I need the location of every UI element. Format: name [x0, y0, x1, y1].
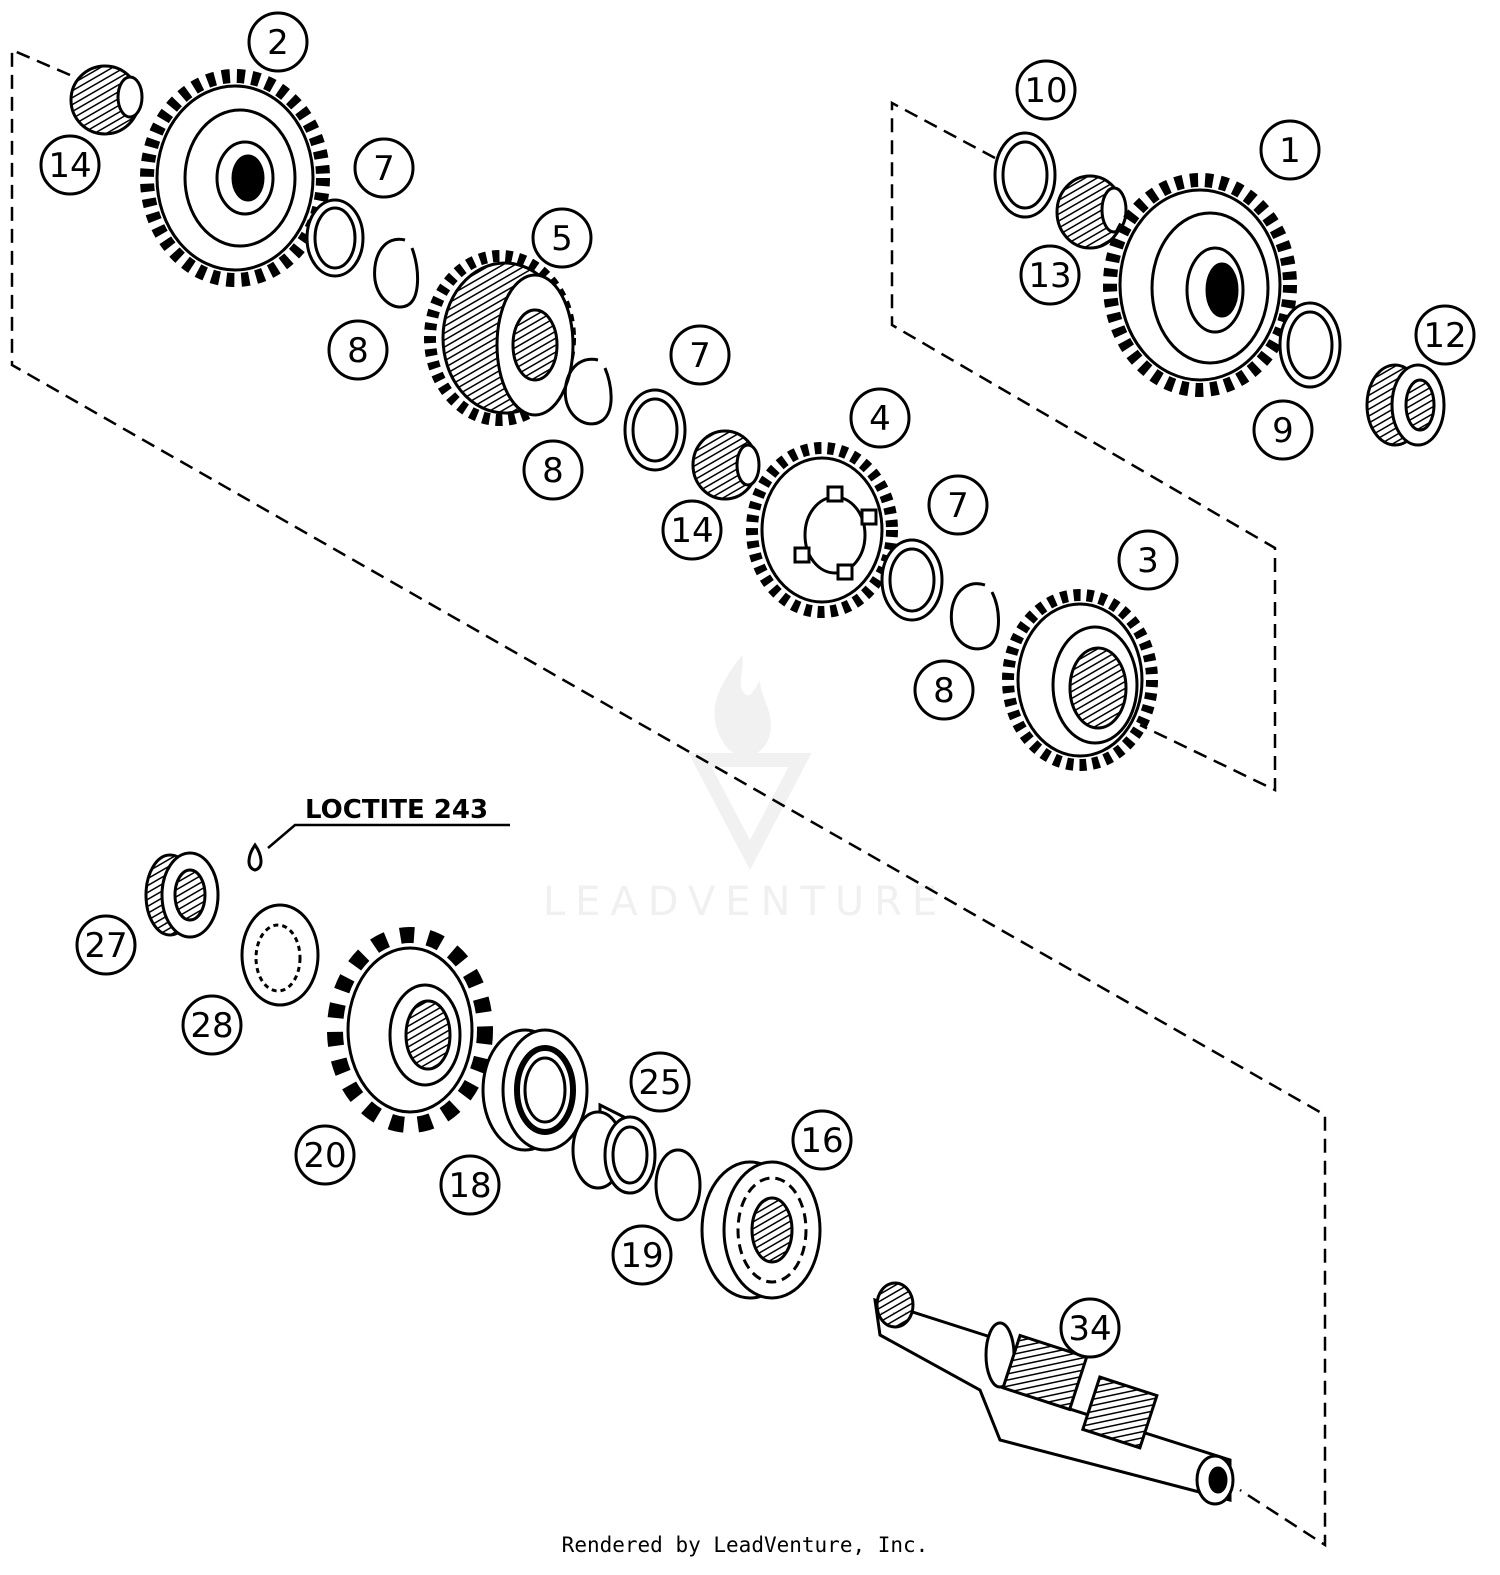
callouts: 1 2 3 4 5 7 7 7 8 8 8 9 10 12 13 14 14 1… — [39, 11, 1476, 1359]
svg-text:8: 8 — [347, 331, 369, 371]
callout-7: 7 — [669, 324, 731, 386]
callout-13: 13 — [1019, 244, 1081, 306]
callout-20: 20 — [294, 1124, 356, 1186]
callout-9: 9 — [1252, 399, 1314, 461]
thrust-washer-icon — [1001, 140, 1049, 210]
needle-bearing-icon — [69, 64, 144, 136]
callout-19: 19 — [611, 1224, 673, 1286]
svg-text:8: 8 — [542, 451, 564, 491]
bushing-icon — [1365, 363, 1446, 447]
callout-7: 7 — [353, 137, 415, 199]
watermark: LEADVENTURE — [543, 655, 947, 925]
footer-credit: Rendered by LeadVenture, Inc. — [562, 1533, 929, 1557]
svg-text:7: 7 — [947, 486, 969, 526]
loctite-note: LOCTITE 243 — [305, 795, 488, 825]
callout-5: 5 — [531, 207, 593, 269]
thrust-washer-icon — [313, 206, 357, 270]
sprocket-icon — [327, 927, 493, 1133]
needle-bearing-icon — [691, 429, 761, 501]
callout-16: 16 — [791, 1109, 853, 1171]
svg-text:12: 12 — [1423, 316, 1466, 356]
ball-bearing-icon — [700, 1160, 822, 1300]
svg-text:28: 28 — [190, 1006, 233, 1046]
watermark-text: LEADVENTURE — [543, 879, 947, 925]
svg-text:19: 19 — [620, 1236, 663, 1276]
thrust-washer-icon — [888, 547, 936, 613]
callout-2: 2 — [247, 11, 309, 73]
svg-text:14: 14 — [48, 146, 91, 186]
svg-text:16: 16 — [800, 1121, 843, 1161]
svg-text:10: 10 — [1024, 71, 1067, 111]
callout-34: 34 — [1059, 1297, 1121, 1359]
circlip-icon — [373, 237, 420, 309]
svg-text:5: 5 — [551, 219, 573, 259]
callout-14: 14 — [661, 499, 723, 561]
svg-text:25: 25 — [638, 1063, 681, 1103]
gear-icon — [140, 69, 330, 287]
loctite-leader-line — [267, 823, 510, 849]
callout-7: 7 — [927, 474, 989, 536]
callout-27: 27 — [75, 914, 137, 976]
callout-8: 8 — [522, 439, 584, 501]
main-shaft-icon — [873, 1281, 1235, 1506]
o-ring-icon — [654, 1148, 702, 1222]
svg-text:7: 7 — [373, 149, 395, 189]
gear-icon — [1002, 589, 1158, 771]
assembly-outline — [10, 48, 1327, 1548]
thrust-washer-icon — [1286, 310, 1334, 380]
callout-12: 12 — [1414, 304, 1476, 366]
callout-14: 14 — [39, 134, 101, 196]
callout-25: 25 — [629, 1051, 691, 1113]
svg-text:3: 3 — [1137, 541, 1159, 581]
callout-1: 1 — [1259, 119, 1321, 181]
shaft-seal-icon — [481, 1028, 589, 1152]
gear-icon — [746, 442, 898, 618]
gear-icon — [424, 250, 576, 426]
svg-text:9: 9 — [1272, 411, 1294, 451]
callout-18: 18 — [439, 1154, 501, 1216]
callout-3: 3 — [1117, 529, 1179, 591]
thrust-washer-icon — [631, 397, 679, 463]
svg-text:1: 1 — [1279, 131, 1301, 171]
circlip-icon — [563, 357, 613, 426]
callout-8: 8 — [913, 659, 975, 721]
svg-text:14: 14 — [670, 511, 713, 551]
svg-text:8: 8 — [933, 671, 955, 711]
lock-washer-icon — [240, 903, 320, 1007]
callout-4: 4 — [849, 387, 911, 449]
circlip-icon — [949, 582, 1000, 651]
gear-icon — [1103, 173, 1297, 397]
svg-text:2: 2 — [267, 23, 289, 63]
svg-text:4: 4 — [869, 399, 891, 439]
callout-28: 28 — [181, 994, 243, 1056]
callout-10: 10 — [1015, 59, 1077, 121]
svg-text:27: 27 — [84, 926, 127, 966]
svg-text:7: 7 — [689, 336, 711, 376]
svg-text:20: 20 — [303, 1136, 346, 1176]
callout-8: 8 — [327, 319, 389, 381]
svg-text:34: 34 — [1068, 1309, 1111, 1349]
svg-text:13: 13 — [1028, 256, 1071, 296]
nut-icon — [144, 851, 220, 939]
svg-text:18: 18 — [448, 1166, 491, 1206]
spacer-sleeve-icon — [571, 1102, 657, 1195]
parts — [69, 64, 1446, 1506]
loctite-drop-icon — [247, 842, 263, 872]
needle-bearing-icon — [1055, 174, 1128, 250]
